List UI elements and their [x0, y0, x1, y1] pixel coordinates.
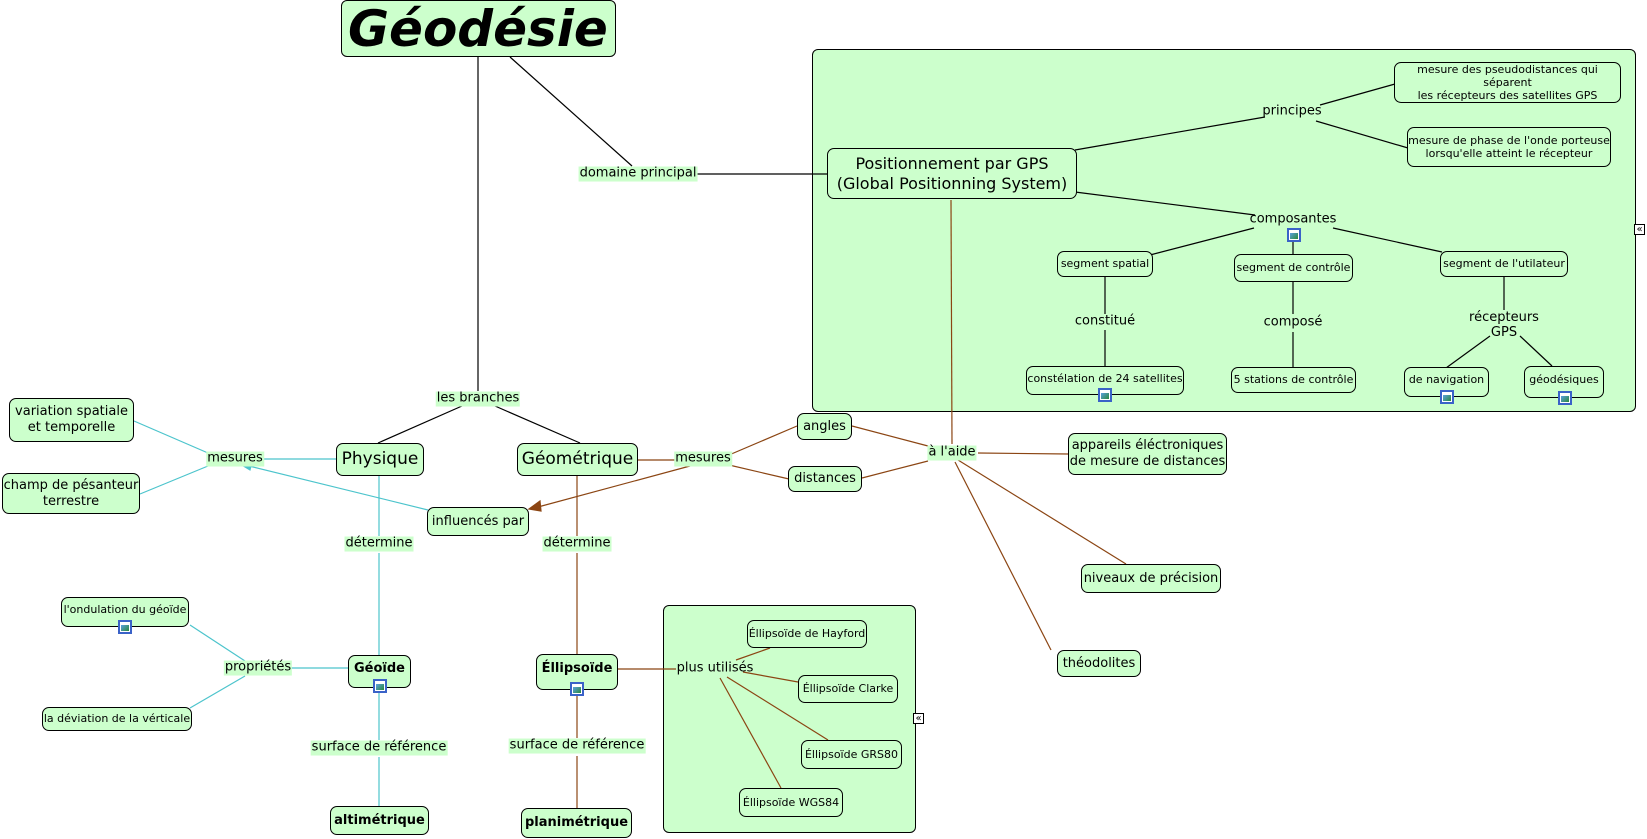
node-pseudodistances[interactable]: mesure des pseudodistances qui séparent …	[1394, 62, 1621, 103]
link-label-proprietes[interactable]: propriétés	[223, 659, 293, 676]
link-label-les-branches[interactable]: les branches	[435, 390, 521, 407]
node-clarke[interactable]: Éllipsoïde Clarke	[798, 675, 898, 703]
link-label-constitue[interactable]: constitué	[1074, 313, 1136, 329]
node-appareils[interactable]: appareils éléctroniques de mesure de dis…	[1068, 433, 1227, 475]
node-variation[interactable]: variation spatiale et temporelle	[9, 398, 134, 442]
collapse-icon[interactable]: «	[913, 713, 924, 724]
link-label-determine-physique[interactable]: détermine	[344, 535, 414, 552]
link-plus-wgs84	[719, 677, 782, 789]
link-mesures-variation	[133, 420, 209, 454]
link-label-a-laide[interactable]: à l'aide	[927, 444, 977, 461]
link-label-domaine-principal[interactable]: domaine principal	[578, 165, 698, 182]
link-principes-pseudo	[1319, 83, 1396, 106]
link-recepteurs-navigation	[1445, 335, 1491, 369]
node-gps[interactable]: Positionnement par GPS (Global Positionn…	[827, 148, 1077, 199]
node-hayford[interactable]: Éllipsoïde de Hayford	[747, 620, 867, 648]
image-icon[interactable]	[570, 682, 584, 696]
image-icon[interactable]	[373, 679, 387, 693]
link-label-recepteurs[interactable]: récepteurs GPS	[1469, 310, 1539, 340]
link-aide-appareils	[977, 452, 1069, 455]
image-icon[interactable]	[1440, 390, 1454, 404]
link-composantes-util	[1332, 227, 1443, 253]
link-mesures-influences	[537, 465, 691, 508]
node-theodolites[interactable]: théodolites	[1057, 650, 1141, 677]
link-mesures-champ	[139, 465, 209, 495]
node-distances[interactable]: distances	[788, 466, 862, 492]
link-recepteurs-geodesiques	[1519, 335, 1553, 367]
link-label-determine-geometrique[interactable]: détermine	[542, 535, 612, 552]
arrow-to-influences	[527, 499, 542, 512]
link-angles-aide	[851, 425, 929, 447]
image-icon[interactable]	[1098, 388, 1112, 402]
node-mesure-phase[interactable]: mesure de phase de l'onde porteuse lorsq…	[1407, 127, 1611, 167]
link-lines	[377, 56, 633, 444]
node-champ-pesanteur[interactable]: champ de pésanteur terrestre	[2, 473, 140, 514]
link-gps-composantes	[1074, 191, 1256, 216]
link-label-principes[interactable]: principes	[1262, 103, 1322, 119]
link-label-mesures-physique[interactable]: mesures	[206, 450, 264, 467]
image-icon[interactable]	[1558, 391, 1572, 405]
node-altimetrique[interactable]: altimétrique	[330, 806, 429, 835]
link-mesures-angles	[728, 425, 798, 456]
link-aide-niveaux	[957, 459, 1127, 565]
node-grs80[interactable]: Éllipsoïde GRS80	[801, 740, 902, 769]
map-title[interactable]: Géodésie	[341, 0, 616, 58]
collapse-icon[interactable]: «	[1634, 224, 1645, 235]
link-proprietes-ondulation	[189, 624, 246, 662]
node-segment-utilisateur[interactable]: segment de l'utilateur	[1440, 251, 1568, 277]
link-plus-hayford	[735, 647, 771, 661]
image-icon[interactable]	[1287, 228, 1301, 242]
link-aide-theodolites	[954, 461, 1052, 651]
link-label-compose[interactable]: composé	[1263, 314, 1323, 330]
link-gps-aide	[950, 199, 953, 445]
node-segment-spatial[interactable]: segment spatial	[1057, 251, 1153, 277]
link-mesures-distances	[728, 464, 790, 480]
link-label-mesures-geometrique[interactable]: mesures	[674, 450, 732, 467]
node-segment-controle[interactable]: segment de contrôle	[1234, 254, 1353, 282]
link-label-surface-physique[interactable]: surface de référence	[310, 739, 448, 756]
image-icon[interactable]	[118, 620, 132, 634]
link-title-domaine	[509, 56, 633, 167]
node-planimetrique[interactable]: planimétrique	[521, 808, 632, 838]
node-angles[interactable]: angles	[797, 413, 852, 440]
link-label-plus-utilises[interactable]: plus utilisés	[676, 660, 754, 676]
link-plus-grs80	[726, 676, 829, 741]
gps-container	[812, 49, 1636, 412]
link-proprietes-deviation	[189, 675, 246, 709]
link-branches-geometrique	[494, 405, 581, 444]
link-plus-clarke	[742, 671, 799, 683]
node-wgs84[interactable]: Éllipsoïde WGS84	[739, 788, 843, 817]
node-niveaux-precision[interactable]: niveaux de précision	[1081, 564, 1221, 593]
link-gps-principes	[1074, 116, 1266, 151]
node-deviation[interactable]: la déviation de la vérticale	[42, 707, 192, 731]
node-geometrique[interactable]: Géométrique	[517, 443, 638, 476]
link-composantes-spatial	[1149, 227, 1255, 256]
link-label-composantes[interactable]: composantes	[1249, 211, 1337, 227]
link-branches-physique	[377, 405, 463, 444]
node-stations[interactable]: 5 stations de contrôle	[1231, 367, 1356, 393]
link-label-surface-geometrique[interactable]: surface de référence	[508, 737, 646, 754]
link-influences-mesures	[244, 464, 429, 511]
link-distances-aide	[861, 460, 929, 479]
node-physique[interactable]: Physique	[336, 443, 424, 476]
node-influences[interactable]: influencés par	[427, 507, 529, 536]
link-principes-phase	[1315, 120, 1409, 149]
